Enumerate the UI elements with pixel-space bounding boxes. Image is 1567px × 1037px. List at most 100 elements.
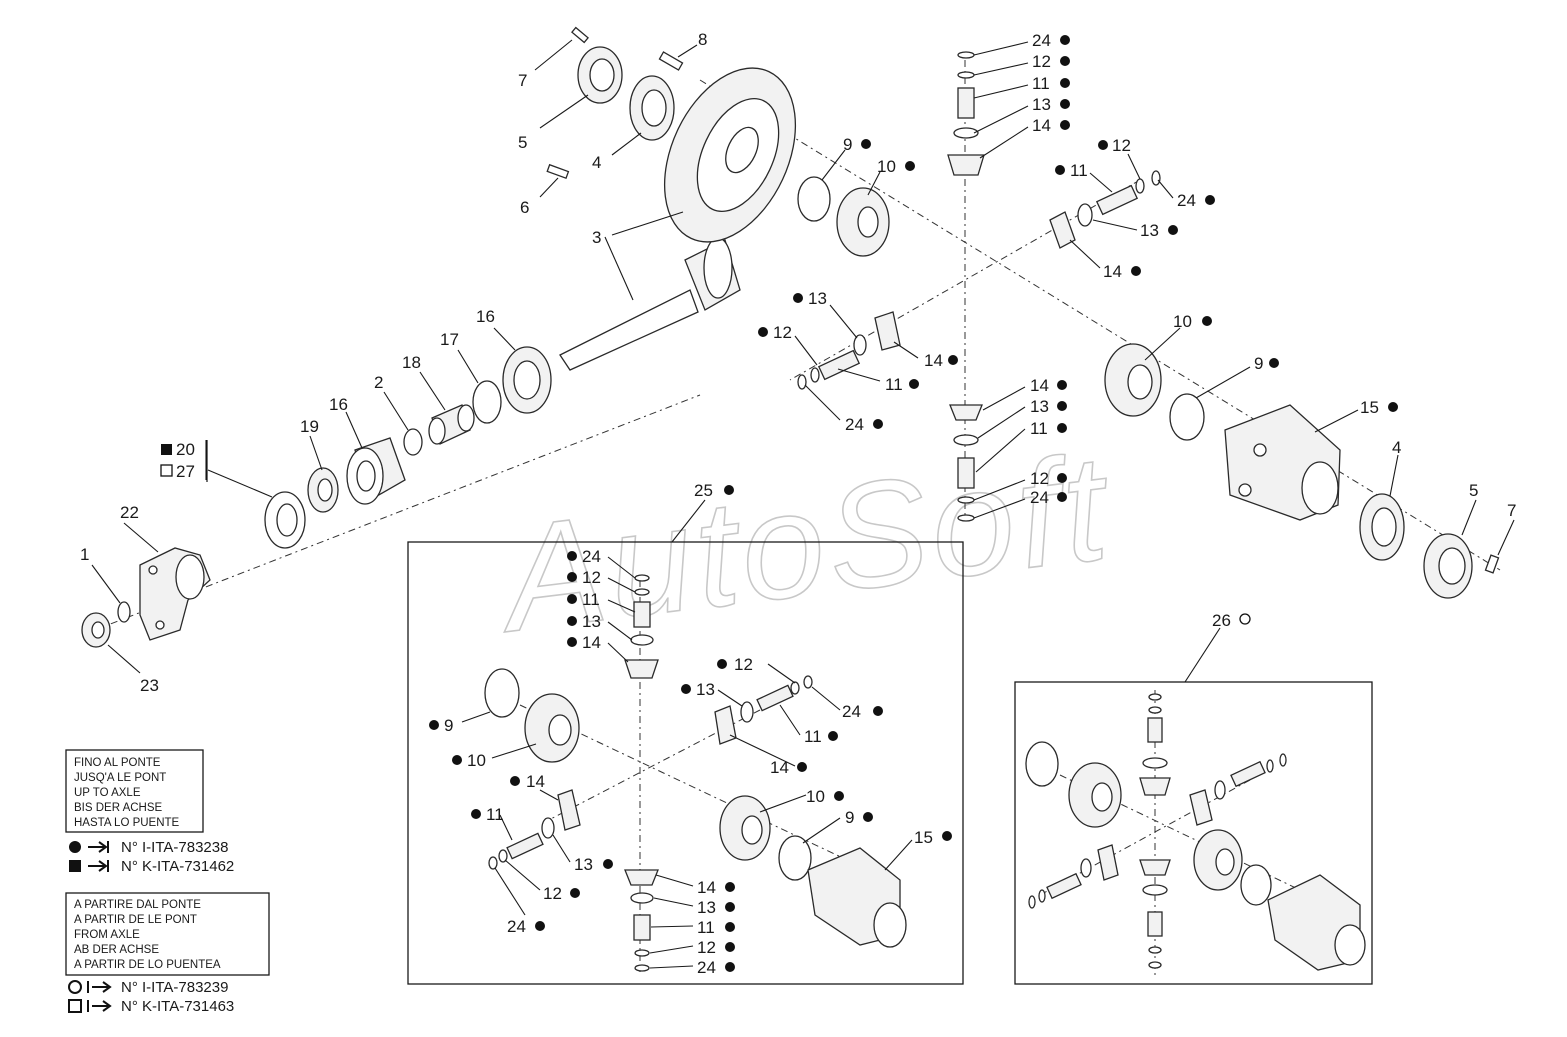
box25-callout-13-d: 13 [697, 898, 716, 917]
callout-26: 26 [1212, 611, 1231, 630]
callout-17: 17 [440, 330, 459, 349]
differential-bearing [629, 75, 675, 141]
callout-5-right: 5 [1469, 481, 1478, 500]
callout-3: 3 [592, 228, 601, 247]
arrow-to-icon [88, 841, 109, 853]
callout-11-a: 11 [1032, 74, 1050, 93]
snap-ring [472, 380, 502, 424]
differential-housing [1224, 404, 1341, 521]
callout-4-right: 4 [1392, 438, 1401, 457]
callout-14-b: 14 [1103, 262, 1122, 281]
arrow-from-icon [87, 981, 112, 993]
box25-callout-15: 15 [914, 828, 933, 847]
callout-12-d: 12 [1030, 469, 1049, 488]
legend-line: UP TO AXLE [74, 787, 141, 799]
o-ring [403, 428, 423, 456]
legend-line: HASTA LO PUENTE [74, 817, 180, 829]
callout-19: 19 [300, 417, 319, 436]
callout-4: 4 [592, 153, 601, 172]
legend-code: N° I-ITA-783238 [121, 839, 228, 856]
callout-16-rear: 16 [476, 307, 495, 326]
variant-25-parts [461, 556, 913, 972]
spider-pin-left [797, 311, 901, 390]
box25-callout-12-b: 12 [734, 655, 753, 674]
box25-callout-14-b: 14 [770, 758, 789, 777]
adjusting-ring-right [1423, 533, 1473, 599]
callout-11-d: 11 [1030, 419, 1048, 438]
bearing-rear [502, 346, 552, 414]
callout-22: 22 [120, 503, 139, 522]
variant-box-25 [407, 541, 964, 985]
callout-8: 8 [698, 30, 707, 49]
callout-24-a: 24 [1032, 31, 1051, 50]
box25-callout-24-d: 24 [697, 958, 716, 977]
variant-markers-open [160, 440, 1251, 625]
legend-line: A PARTIR DE LE PONT [74, 914, 197, 926]
pinion-nut [81, 612, 111, 648]
box25-callout-14-a: 14 [582, 633, 601, 652]
callout-24-b: 24 [1177, 191, 1196, 210]
filled-square-marker [69, 860, 81, 872]
callout-10: 10 [877, 157, 896, 176]
callout-25: 25 [694, 481, 713, 500]
box25-callout-11-b: 11 [804, 727, 822, 746]
filled-dot-marker [69, 841, 81, 853]
callout-9-lower: 9 [1254, 354, 1263, 373]
box25-callout-13-c: 13 [574, 855, 593, 874]
callout-23: 23 [140, 676, 159, 695]
spacer-sleeve [428, 404, 475, 445]
callout-2: 2 [374, 373, 383, 392]
arrow-to-icon [88, 860, 109, 872]
side-gear [836, 187, 890, 257]
thrust-washer-lower [1169, 393, 1205, 441]
box25-callout-24-c: 24 [507, 917, 526, 936]
legend-from-axle: A PARTIRE DAL PONTE A PARTIR DE LE PONT … [65, 892, 270, 1015]
callout-27: 27 [176, 462, 195, 481]
callout-14-c: 14 [924, 351, 943, 370]
bolt [658, 51, 684, 71]
box25-callout-9-b: 9 [845, 808, 854, 827]
callout-16: 16 [329, 395, 348, 414]
callout-14-a: 14 [1032, 116, 1051, 135]
legend-code: N° K-ITA-731463 [121, 998, 234, 1015]
callout-13-c: 13 [808, 289, 827, 308]
callout-13-d: 13 [1030, 397, 1049, 416]
callout-10-lower: 10 [1173, 312, 1192, 331]
callout-1: 1 [80, 545, 89, 564]
legend-line: JUSQ'A LE PONT [74, 772, 166, 784]
legend-line: FINO AL PONTE [74, 757, 161, 769]
callout-20: 20 [176, 440, 195, 459]
arrow-from-icon [87, 1000, 112, 1012]
callout-12-a: 12 [1032, 52, 1051, 71]
callout-14-d: 14 [1030, 376, 1049, 395]
open-circle-marker [68, 980, 82, 994]
box25-callout-14-d: 14 [697, 878, 716, 897]
box25-callout-13-a: 13 [582, 612, 601, 631]
differential-bearing-right [1359, 493, 1405, 561]
variant-26-parts [1025, 690, 1366, 975]
callout-7: 7 [518, 71, 527, 90]
variant-box-26 [1014, 681, 1373, 985]
callout-24-d: 24 [1030, 488, 1049, 507]
box25-callout-10: 10 [467, 751, 486, 770]
callout-6: 6 [520, 198, 529, 217]
box25-callout-14-c: 14 [526, 772, 545, 791]
pinion-shaft [559, 237, 741, 371]
callout-labels: 1 2 3 4 4 5 5 6 7 7 8 22 23 19 16 16 18 … [80, 30, 1516, 977]
callout-24-c: 24 [845, 415, 864, 434]
callout-12-c: 12 [773, 323, 792, 342]
washer [117, 601, 131, 623]
callout-11-c: 11 [885, 375, 903, 394]
legend-code: N° K-ITA-731462 [121, 858, 234, 875]
open-square-marker [68, 999, 82, 1013]
legend-line: A PARTIRE DAL PONTE [74, 899, 201, 911]
legend-line: BIS DER ACHSE [74, 802, 163, 814]
drive-flange [139, 547, 211, 641]
legend-line: FROM AXLE [74, 929, 140, 941]
spider-pin-top [947, 51, 985, 176]
leader-lines [91, 39, 1515, 683]
legend-line: AB DER ACHSE [74, 944, 159, 956]
box25-callout-24-a: 24 [582, 547, 601, 566]
bolt [546, 163, 570, 180]
